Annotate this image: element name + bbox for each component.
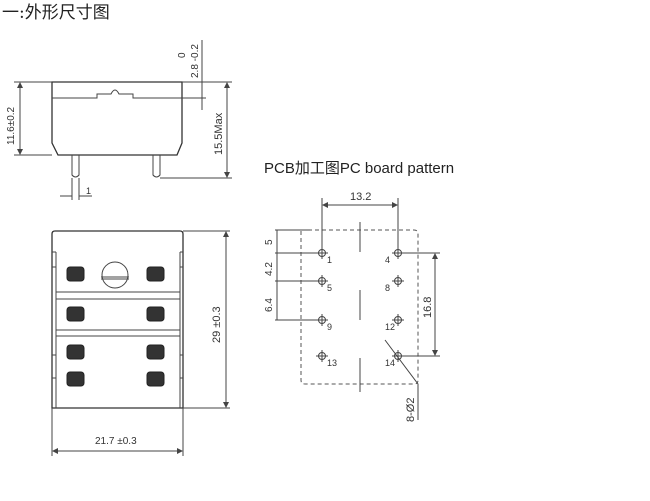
- pcb-hole: 13: [316, 350, 337, 368]
- pin-label: 5: [327, 283, 332, 293]
- pin-label: 1: [327, 255, 332, 265]
- pin-label: 9: [327, 322, 332, 332]
- pcb-hole: 4: [385, 247, 404, 265]
- pcb-hole: 8: [385, 275, 404, 293]
- dim-hole: 8-Ø2: [405, 398, 417, 422]
- pcb-hole: 9: [316, 314, 332, 332]
- dim-row1: 4.2: [264, 262, 275, 276]
- section-title: 一:外形尺寸图: [2, 3, 110, 23]
- pcb-hole: 1: [316, 247, 332, 265]
- dim-row2: 6.4: [264, 298, 275, 312]
- dim-edge: 5: [264, 239, 275, 245]
- pcb-hole: 12: [385, 314, 404, 332]
- pin-label: 4: [385, 255, 390, 265]
- pin-label: 13: [327, 358, 337, 368]
- dim-pitch-x: 13.2: [350, 191, 371, 203]
- dim-height: 11.6±0.2: [6, 106, 17, 145]
- pin-label: 14: [385, 358, 395, 368]
- top-view: 29 ±0.3 21.7 ±0.3: [51, 230, 230, 456]
- side-view: 11.6±0.2 15.5Max 0 2.8 -0.2 1: [6, 40, 232, 200]
- dim-span: 16.8: [422, 297, 434, 318]
- dim-total-height: 15.5Max: [213, 112, 225, 155]
- pcb-hole: 5: [316, 275, 332, 293]
- dim-cover-tolerance: 0: [177, 52, 188, 58]
- dim-cover: 2.8 -0.2: [190, 44, 201, 78]
- pin-label: 12: [385, 322, 395, 332]
- pin-label: 8: [385, 283, 390, 293]
- pcb-title: PCB加工图PC board pattern: [264, 160, 455, 177]
- pcb-hole: 14: [385, 350, 404, 368]
- dim-width: 21.7 ±0.3: [95, 436, 137, 447]
- dim-pin-width: 1: [86, 186, 91, 196]
- dim-length: 29 ±0.3: [211, 306, 223, 343]
